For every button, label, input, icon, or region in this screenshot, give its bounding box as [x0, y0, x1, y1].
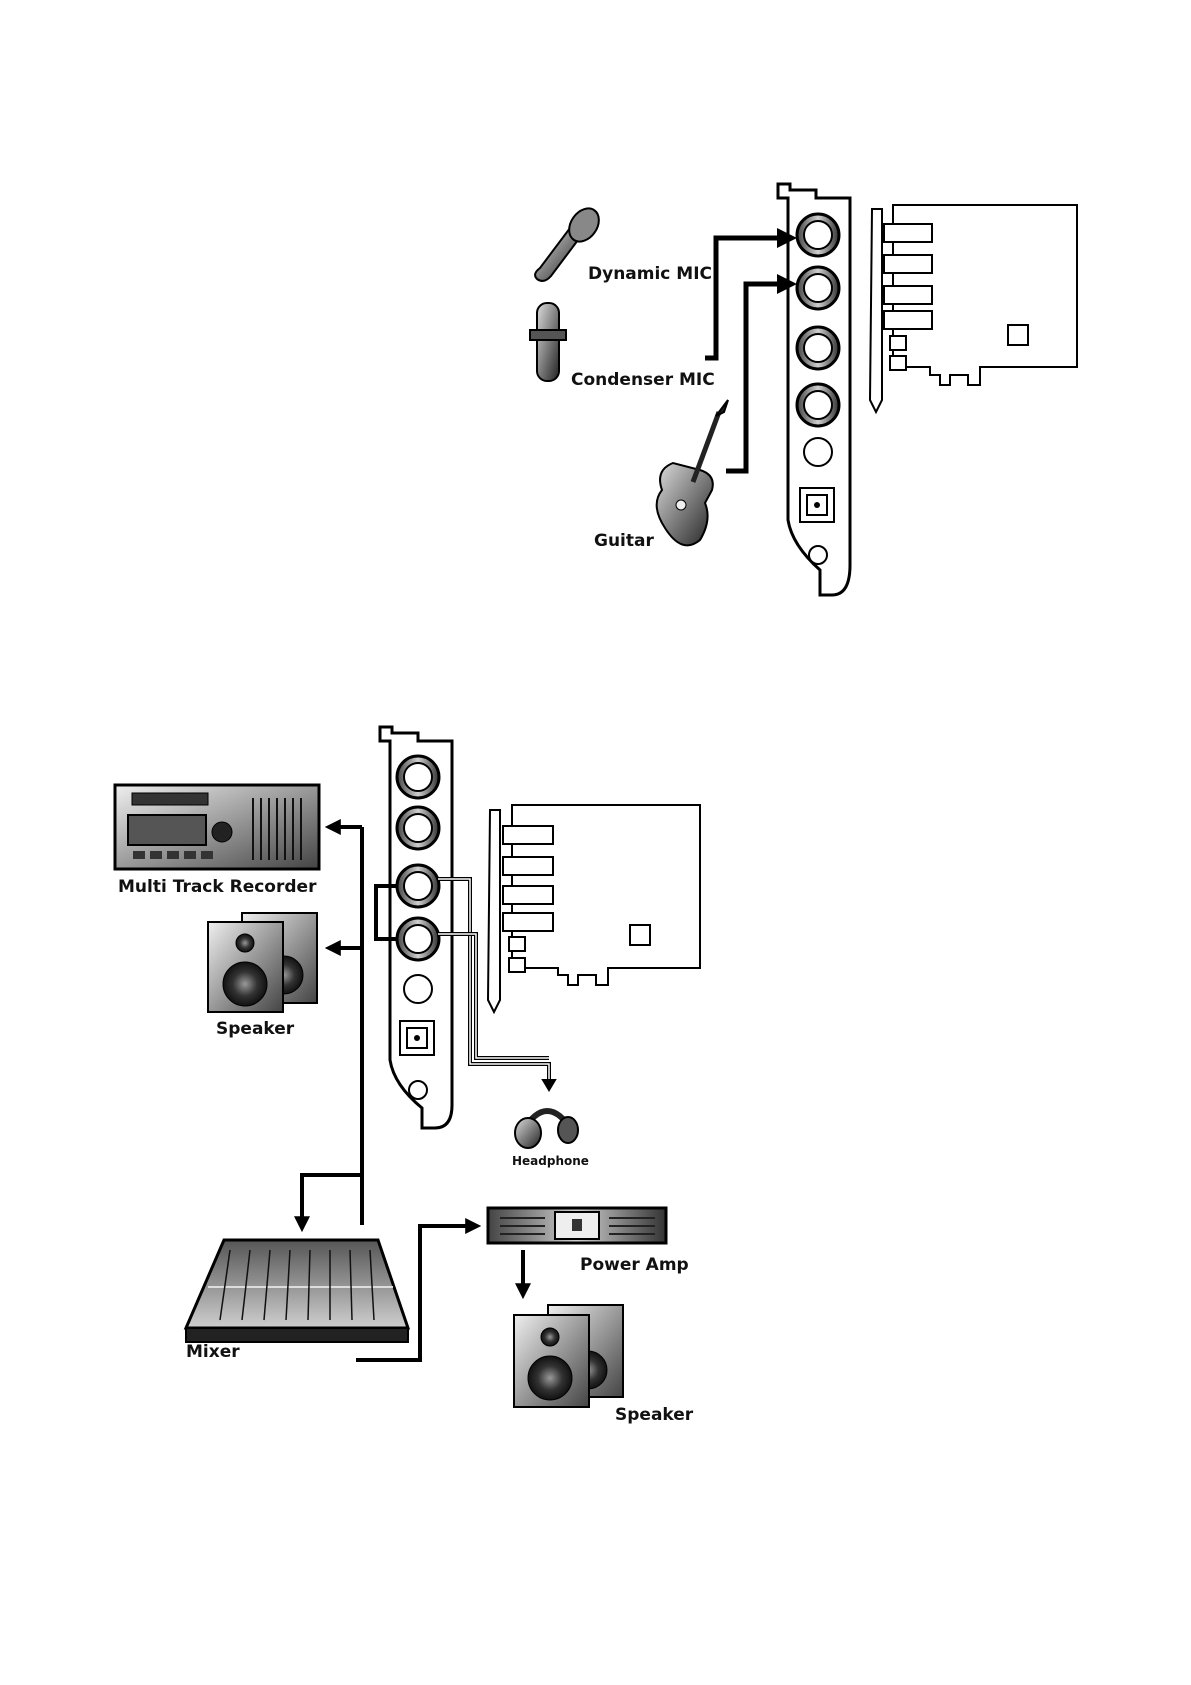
power-amp-label: Power Amp	[580, 1255, 689, 1275]
multi-track-recorder-icon	[115, 785, 319, 869]
condenser-mic-icon	[530, 303, 566, 381]
power-amp-icon	[488, 1208, 666, 1243]
optical-port	[800, 488, 834, 522]
output-diagram: Multi Track Recorder Speaker Headphone	[115, 727, 700, 1425]
mixer-label: Mixer	[186, 1342, 240, 1362]
card-bracket	[778, 184, 850, 595]
headphone-label: Headphone	[512, 1154, 589, 1168]
speaker-left-label: Speaker	[216, 1019, 295, 1039]
speaker-right-icon	[514, 1305, 623, 1407]
out-jack-1	[397, 756, 439, 798]
sound-card-pcb	[870, 205, 1077, 412]
guitar-label: Guitar	[594, 531, 654, 551]
speaker-left-icon	[208, 913, 317, 1012]
card-bracket-bottom	[380, 727, 452, 1128]
speaker-right-label: Speaker	[615, 1405, 694, 1425]
jack-5	[804, 438, 832, 466]
out-jack-5	[404, 975, 432, 1003]
to-mixer-left	[302, 1175, 362, 1225]
input-diagram: Dynamic MIC Condenser MIC Guitar	[530, 184, 1077, 595]
jack-1	[797, 214, 839, 256]
guitar-icon	[657, 400, 728, 545]
out-jack-2	[397, 807, 439, 849]
out-jack-3	[397, 865, 439, 907]
guitar-cable	[726, 284, 788, 471]
bracket-screw-hole-bottom	[409, 1081, 427, 1099]
condenser-mic-label: Condenser MIC	[571, 370, 715, 390]
mixer-icon	[186, 1240, 408, 1342]
out-jack-4	[397, 918, 439, 960]
dynamic-mic-label: Dynamic MIC	[588, 264, 712, 284]
multi-track-recorder-label: Multi Track Recorder	[118, 877, 317, 897]
bracket-screw-hole	[809, 546, 827, 564]
sound-card-pcb-bottom	[488, 805, 700, 1012]
jack-4	[797, 384, 839, 426]
optical-port-bottom	[400, 1021, 434, 1055]
input-connections	[705, 238, 788, 471]
jack-3	[797, 327, 839, 369]
headphone-icon	[515, 1111, 578, 1148]
jack-2	[797, 267, 839, 309]
